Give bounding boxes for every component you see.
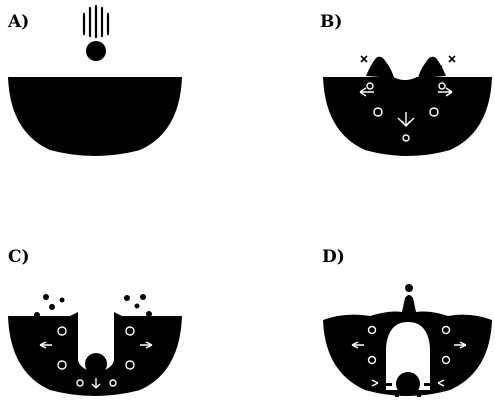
panel-b: B) [320, 12, 492, 156]
ejecta-droplet [405, 284, 413, 292]
panel-d-label: D) [322, 247, 345, 267]
central-jet [402, 295, 416, 312]
ejecta-left [366, 57, 394, 78]
projectile [396, 372, 420, 396]
panel-a-label: A) [7, 12, 29, 32]
panel-d: D) [322, 247, 492, 397]
projectile [85, 353, 107, 375]
projectile [394, 80, 418, 104]
target-body [8, 77, 182, 156]
panel-b-label: B) [320, 12, 342, 32]
panel-c: C) [8, 247, 182, 396]
ejecta-fragments [34, 294, 152, 318]
motion-streaks [84, 6, 108, 37]
panel-a: A) [7, 6, 182, 156]
projectile [86, 41, 106, 61]
ejecta-right [418, 57, 446, 78]
panel-c-label: C) [8, 247, 30, 267]
